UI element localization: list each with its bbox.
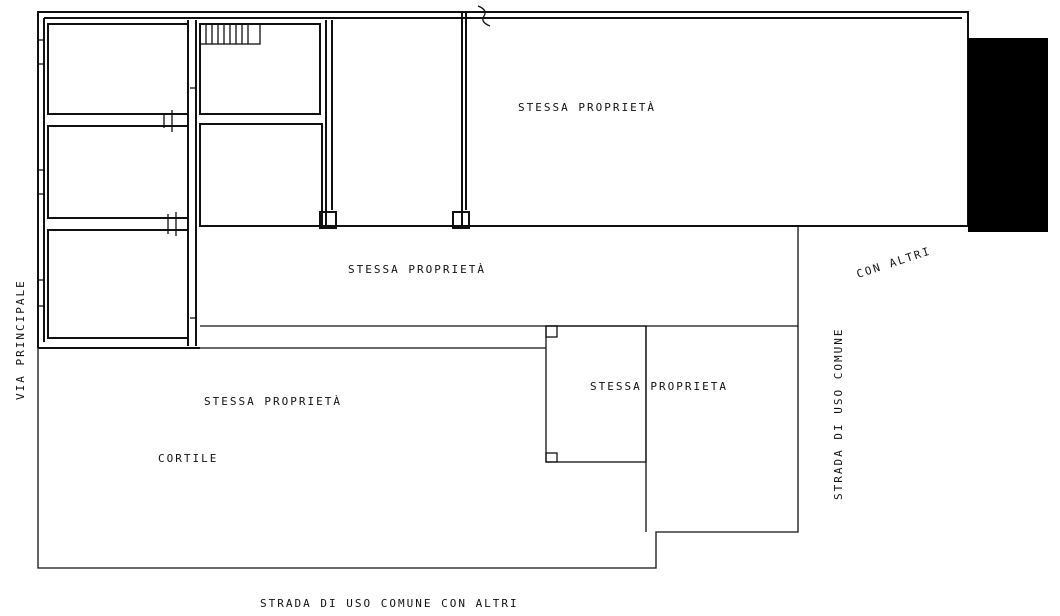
label-small-building: STESSA PROPRIETA [590, 380, 728, 393]
break-mark [477, 5, 491, 27]
label-courtyard-area: STESSA PROPRIETÀ [204, 395, 342, 408]
property-boundary [37, 225, 799, 569]
building-outline [37, 11, 969, 349]
room-partitions [38, 12, 470, 346]
small-building [545, 325, 647, 463]
label-right-street-2: CON ALTRI [855, 245, 933, 281]
filled-block [968, 38, 1048, 232]
label-left-street: VIA PRINCIPALE [14, 279, 27, 400]
label-courtyard: CORTILE [158, 452, 218, 465]
label-bottom-street: STRADA DI USO COMUNE CON ALTRI [260, 597, 519, 610]
label-middle-area: STESSA PROPRIETÀ [348, 263, 486, 276]
label-right-street-1: STRADA DI USO COMUNE [832, 328, 845, 500]
staircase [199, 23, 261, 45]
label-top-right-area: STESSA PROPRIETÀ [518, 101, 656, 114]
